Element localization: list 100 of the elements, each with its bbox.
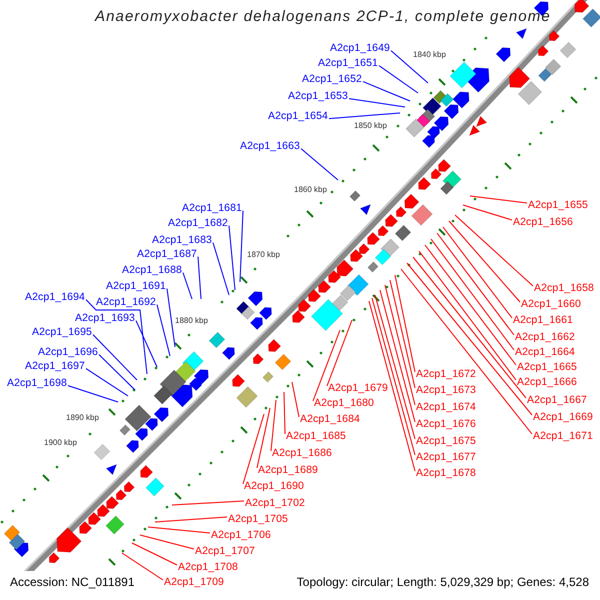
leader-line — [132, 542, 178, 566]
gene-label: A2cp1_1666 — [517, 376, 577, 388]
leader-line — [256, 408, 270, 468]
gene-label: A2cp1_1692 — [96, 296, 156, 308]
gene-label: A2cp1_1658 — [534, 282, 594, 294]
gene-label: A2cp1_1655 — [528, 199, 588, 211]
gene-label: A2cp1_1665 — [517, 361, 577, 373]
gene-label: A2cp1_1664 — [515, 346, 575, 358]
gene-label: A2cp1_1654 — [268, 110, 328, 122]
gene-label: A2cp1_1682 — [168, 217, 228, 229]
leader-line — [136, 320, 158, 368]
gene-label: A2cp1_1708 — [178, 561, 238, 573]
leader-line — [430, 238, 514, 350]
leader-line — [448, 220, 520, 302]
gene-label: A2cp1_1690 — [244, 480, 304, 492]
gene-label: A2cp1_1693 — [75, 312, 135, 324]
leader-line — [68, 385, 118, 402]
gene-label: A2cp1_1675 — [416, 435, 476, 447]
leader-line — [374, 294, 416, 440]
leader-line — [390, 280, 416, 388]
leader-line — [378, 65, 418, 94]
gene-label: A2cp1_1698 — [7, 377, 67, 389]
leader-line — [372, 298, 416, 456]
gene-label: A2cp1_1677 — [416, 451, 476, 463]
leader-line — [92, 334, 138, 380]
leader-line — [400, 268, 532, 434]
leader-line — [390, 50, 428, 84]
title: Anaeromyxobacter dehalogenans 2CP-1, complete genome — [95, 8, 551, 26]
leader-line — [328, 112, 400, 120]
leader-line — [198, 256, 202, 300]
gene-label: A2cp1_1674 — [416, 401, 476, 413]
leader-line — [242, 414, 264, 484]
gene-label: A2cp1_1684 — [300, 413, 360, 425]
leader-line — [86, 368, 128, 396]
scale-label: 1840 kbp — [413, 50, 446, 60]
gene-label: A2cp1_1676 — [416, 418, 476, 430]
gene-label: A2cp1_1683 — [152, 234, 212, 246]
leader-line — [156, 304, 170, 356]
gene-label: A2cp1_1696 — [38, 346, 98, 358]
gene-label: A2cp1_1688 — [122, 264, 182, 276]
gene-label: A2cp1_1651 — [318, 57, 378, 69]
leader-line — [270, 400, 276, 452]
leader-line — [172, 500, 244, 506]
gene-label: A2cp1_1656 — [513, 216, 573, 228]
leader-line — [418, 250, 516, 380]
gene-label: A2cp1_1660 — [521, 298, 581, 310]
gene-label: A2cp1_1652 — [302, 73, 362, 85]
gene-label: A2cp1_1694 — [25, 291, 85, 303]
leader-line — [228, 225, 236, 290]
gene-label: A2cp1_1685 — [286, 430, 346, 442]
gene-label: A2cp1_1705 — [228, 513, 288, 525]
leader-line — [326, 320, 352, 386]
gene-label: A2cp1_1679 — [328, 382, 388, 394]
gene-label: A2cp1_1663 — [240, 140, 300, 152]
leader-line — [182, 272, 192, 300]
gene-label: A2cp1_1706 — [211, 529, 271, 541]
leader-line — [122, 552, 164, 580]
scale-label: 1890 kbp — [66, 413, 99, 423]
footer-text: Accession: NC_011891 — [10, 575, 135, 589]
leader-line — [154, 516, 228, 522]
leader-line — [292, 382, 300, 418]
gene-label: A2cp1_1681 — [182, 202, 242, 214]
leader-line — [454, 214, 534, 286]
leader-line — [362, 81, 410, 102]
scale-label: 1880 kbp — [175, 316, 208, 326]
leader-line — [140, 534, 194, 550]
leader-line — [212, 242, 230, 296]
leader-line — [412, 256, 526, 398]
leader-line — [312, 330, 340, 402]
scale-label: 1850 kbp — [354, 121, 387, 131]
leader-line — [380, 290, 416, 422]
gene-label: A2cp1_1686 — [272, 447, 332, 459]
gene-label: A2cp1_1687 — [137, 248, 197, 260]
gene-label: A2cp1_1662 — [515, 331, 575, 343]
gene-label: A2cp1_1678 — [416, 467, 476, 479]
gene-label: A2cp1_1689 — [258, 464, 318, 476]
gene-label: A2cp1_1680 — [314, 397, 374, 409]
leader-line — [406, 262, 532, 416]
leader-line — [368, 300, 416, 472]
scale-label: 1900 kbp — [44, 438, 77, 448]
scale-label: 1860 kbp — [294, 185, 327, 195]
leader-line — [384, 284, 416, 406]
leader-line — [442, 226, 512, 318]
gene-label: A2cp1_1671 — [533, 430, 593, 442]
gene-label: A2cp1_1707 — [195, 545, 255, 557]
gene-label: A2cp1_1702 — [245, 497, 305, 509]
leader-line — [166, 288, 176, 348]
leader-line — [300, 148, 338, 180]
leader-line — [240, 210, 244, 282]
gene-label: A2cp1_1691 — [106, 280, 166, 292]
leader-line — [284, 392, 286, 434]
gene-label: A2cp1_1673 — [416, 384, 476, 396]
scale-label: 1870 kbp — [247, 250, 280, 260]
leader-line — [462, 204, 512, 220]
leader-line — [424, 244, 516, 366]
gene-label: A2cp1_1709 — [164, 576, 224, 588]
leader-line — [86, 299, 148, 374]
gene-label: A2cp1_1697 — [25, 360, 85, 372]
gene-label: A2cp1_1667 — [527, 394, 587, 406]
gene-label: A2cp1_1695 — [32, 326, 92, 338]
